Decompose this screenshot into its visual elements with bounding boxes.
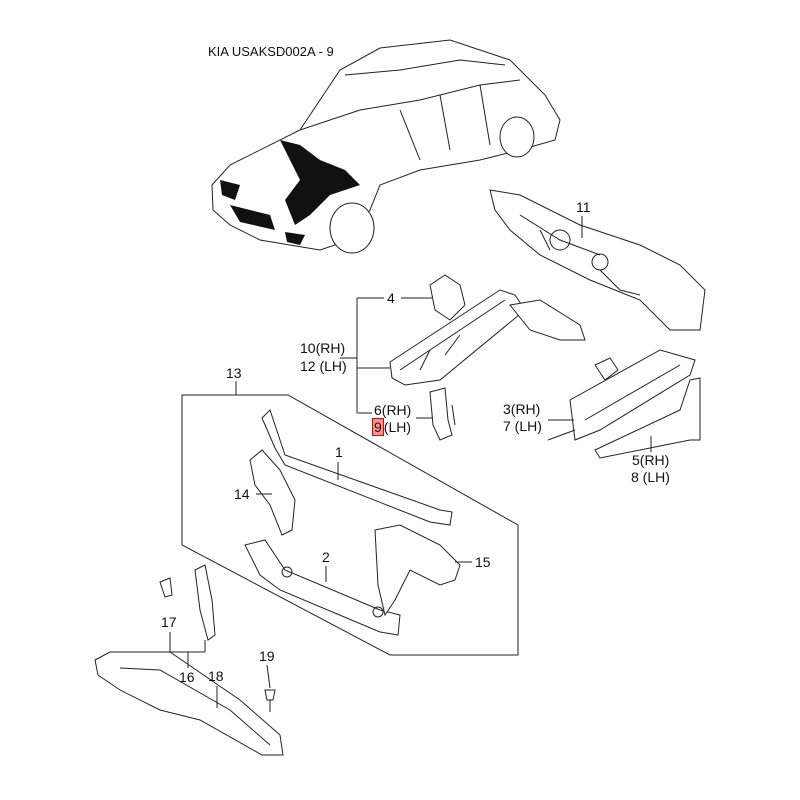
part-17-bracket bbox=[159, 564, 216, 641]
callout-9-lh: 9(LH) bbox=[372, 418, 412, 436]
callout-19: 19 bbox=[259, 648, 275, 664]
part-5-8-rail bbox=[594, 377, 701, 459]
callout-11: 11 bbox=[576, 199, 591, 215]
callout-17: 17 bbox=[161, 614, 177, 630]
callout-8-lh: 8 (LH) bbox=[631, 469, 670, 485]
callout-16: 16 bbox=[179, 669, 195, 685]
callout-15: 15 bbox=[475, 554, 491, 570]
callout-5-rh: 5(RH) bbox=[632, 452, 670, 468]
callout-7-lh: 7 (LH) bbox=[503, 418, 542, 434]
callout-9-side: (LH) bbox=[383, 419, 412, 435]
callout-12-lh: 12 (LH) bbox=[300, 358, 347, 374]
part-14-side-bracket bbox=[249, 449, 296, 536]
callout-6-rh: 6(RH) bbox=[374, 402, 412, 418]
car-illustration bbox=[211, 39, 561, 254]
callout-3-rh: 3(RH) bbox=[503, 401, 541, 417]
group-13-outline bbox=[181, 394, 519, 656]
part-2-lower-member bbox=[244, 539, 401, 636]
callout-13: 13 bbox=[226, 365, 242, 381]
part-1-upper-member bbox=[261, 409, 453, 526]
part-3-7-side-member bbox=[547, 349, 696, 441]
part-18-cover bbox=[94, 651, 284, 756]
callout-18: 18 bbox=[208, 668, 224, 684]
highlighted-part-number[interactable]: 9 bbox=[372, 418, 384, 436]
part-6-9-bracket bbox=[429, 387, 456, 441]
callout-1: 1 bbox=[335, 444, 343, 460]
part-11-dash-panel bbox=[489, 189, 706, 331]
callout-14: 14 bbox=[234, 486, 250, 502]
part-19-clip bbox=[264, 689, 276, 712]
part-4-10-12-side-member bbox=[389, 274, 586, 386]
leader-lines bbox=[169, 216, 652, 708]
callout-4: 4 bbox=[387, 290, 395, 306]
callout-10-rh: 10(RH) bbox=[300, 340, 346, 356]
callout-2: 2 bbox=[322, 549, 330, 565]
diagram-title: KIA USAKSD002A - 9 bbox=[208, 44, 334, 59]
part-15-side-bracket bbox=[374, 524, 461, 617]
